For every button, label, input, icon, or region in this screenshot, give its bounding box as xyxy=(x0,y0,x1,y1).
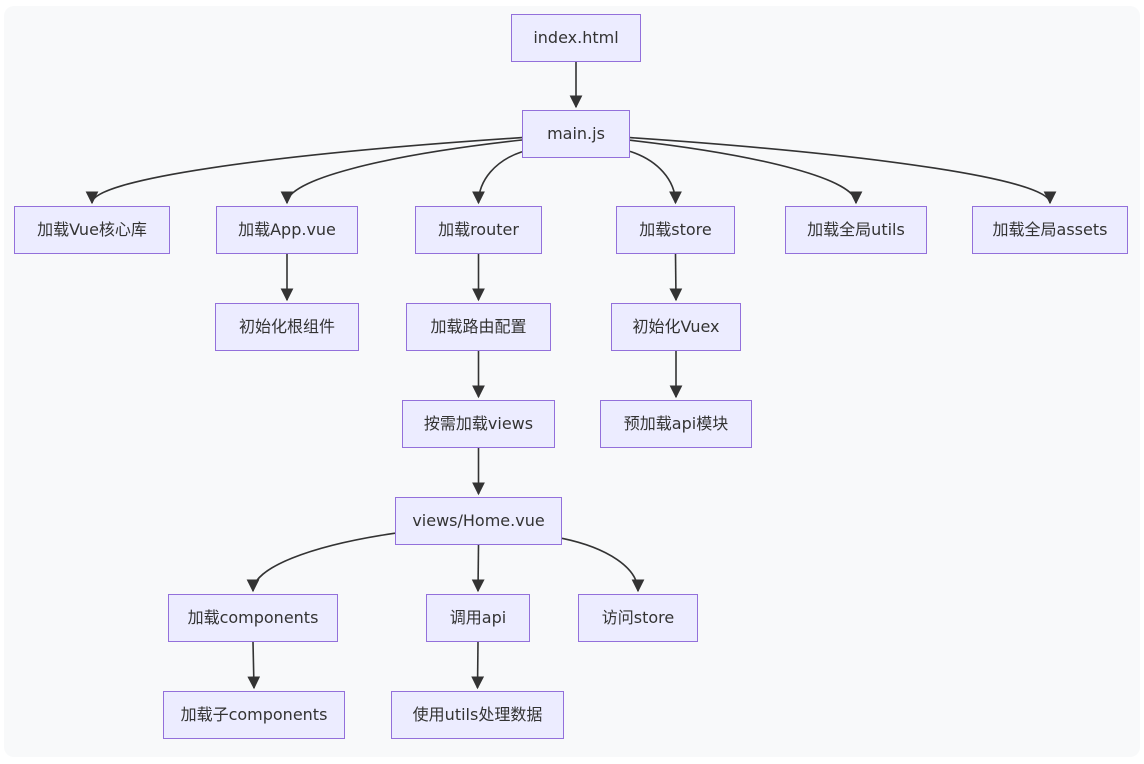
diagram-node-gutils: 加载全局utils xyxy=(785,206,927,254)
node-label: 初始化根组件 xyxy=(238,317,335,337)
node-label: 加载路由配置 xyxy=(430,317,527,337)
node-label: views/Home.vue xyxy=(412,511,545,531)
node-label: 初始化Vuex xyxy=(632,317,720,337)
node-label: 使用utils处理数据 xyxy=(412,705,543,725)
node-label: 调用api xyxy=(449,608,507,628)
diagram-node-index: index.html xyxy=(511,14,641,62)
node-label: 按需加载views xyxy=(423,414,534,434)
node-label: 加载全局utils xyxy=(807,220,905,240)
diagram-node-gassets: 加载全局assets xyxy=(972,206,1128,254)
node-label: main.js xyxy=(547,124,605,144)
node-label: 加载components xyxy=(187,608,319,628)
diagram-node-apimod: 预加载api模块 xyxy=(600,400,752,448)
diagram-node-store: 加载store xyxy=(616,206,735,254)
diagram-node-subcomps: 加载子components xyxy=(163,691,345,739)
diagram-node-appvue: 加载App.vue xyxy=(216,206,358,254)
diagram-node-main: main.js xyxy=(522,110,630,158)
node-label: index.html xyxy=(533,28,619,48)
diagram-node-router: 加载router xyxy=(415,206,542,254)
diagram-node-comps: 加载components xyxy=(168,594,338,642)
diagram-node-home: views/Home.vue xyxy=(395,497,562,545)
diagram-node-utilsdata: 使用utils处理数据 xyxy=(391,691,564,739)
diagram-node-routecfg: 加载路由配置 xyxy=(406,303,551,351)
node-label: 加载全局assets xyxy=(992,220,1108,240)
node-label: 加载子components xyxy=(180,705,328,725)
node-label: 访问store xyxy=(601,608,675,628)
node-label: 加载App.vue xyxy=(238,220,336,240)
diagram-node-vuecore: 加载Vue核心库 xyxy=(14,206,170,254)
diagram-node-callapi: 调用api xyxy=(426,594,530,642)
node-label: 加载Vue核心库 xyxy=(37,220,147,240)
diagram-node-accstore: 访问store xyxy=(578,594,698,642)
node-label: 加载store xyxy=(639,220,712,240)
diagram-node-lazyviews: 按需加载views xyxy=(402,400,555,448)
diagram-node-vuex: 初始化Vuex xyxy=(611,303,741,351)
diagram-node-rootcomp: 初始化根组件 xyxy=(215,303,359,351)
node-label: 加载router xyxy=(438,220,519,240)
node-label: 预加载api模块 xyxy=(623,414,729,434)
